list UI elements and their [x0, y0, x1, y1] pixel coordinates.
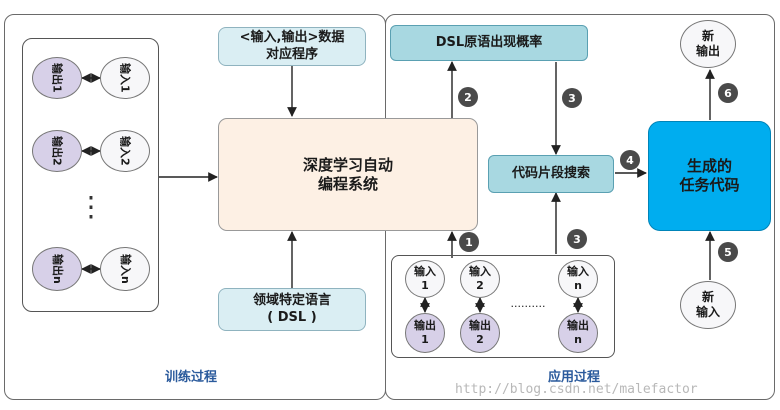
step-badge-4: 4	[620, 150, 640, 170]
app-input-2: 输入 2	[460, 260, 500, 298]
app-output-2: 输出 2	[460, 313, 500, 353]
dsl-box: 领域特定语言 ( DSL )	[218, 288, 366, 331]
new-input-circle: 新 输入	[680, 281, 736, 329]
watermark: http://blog.csdn.net/malefactor	[455, 382, 698, 397]
training-input-n: 输入n	[100, 247, 150, 291]
code-search-box: 代码片段搜索	[488, 155, 614, 193]
step-badge-1: 1	[459, 232, 479, 252]
training-label: 训练过程	[165, 370, 218, 385]
step-badge-5: 5	[718, 242, 738, 262]
training-output-2: 输出2	[32, 130, 82, 172]
application-pairs-box	[391, 255, 615, 358]
app-input-n: 输入 n	[558, 260, 598, 298]
dsl-probability-box: DSL原语出现概率	[390, 25, 588, 61]
deep-learning-system: 深度学习自动 编程系统	[218, 118, 478, 231]
new-output-circle: 新 输出	[680, 20, 736, 68]
training-ellipsis: ⋮	[77, 189, 105, 223]
step-badge-3-bottom: 3	[567, 229, 587, 249]
step-badge-6: 6	[718, 83, 738, 103]
step-badge-3-top: 3	[562, 88, 582, 108]
training-input-1: 输入1	[100, 57, 150, 99]
application-label: 应用过程	[548, 370, 601, 385]
io-data-box: <输入,输出>数据 对应程序	[218, 27, 366, 66]
app-output-n: 输出 n	[558, 313, 598, 353]
training-output-1: 输出1	[32, 57, 82, 99]
app-output-1: 输出 1	[405, 313, 445, 353]
training-pairs-box	[22, 38, 159, 312]
task-code-box: 生成的 任务代码	[648, 121, 771, 231]
app-input-1: 输入 1	[405, 260, 445, 298]
training-input-2: 输入2	[100, 130, 150, 172]
step-badge-2: 2	[458, 87, 478, 107]
app-ellipsis: ..........	[510, 297, 546, 311]
training-output-n: 输出n	[32, 247, 82, 291]
